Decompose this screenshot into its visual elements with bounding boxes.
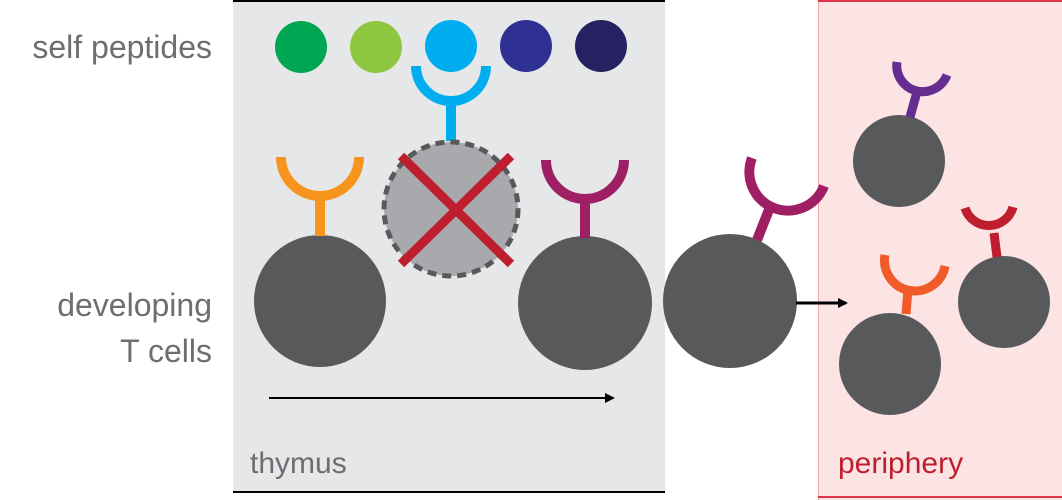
receptor-stem (905, 90, 922, 119)
t-cell-orange (254, 156, 386, 367)
peptide-lightgreen (350, 21, 402, 73)
cell-body (958, 256, 1050, 348)
periphery-background (818, 0, 1062, 500)
peptide-cyan (425, 20, 477, 72)
receptor-cup (880, 254, 950, 296)
cell-body (853, 115, 945, 207)
thymus-label: thymus (250, 447, 347, 480)
self-peptides-label: self peptides (32, 29, 212, 65)
t-cell-deleted (381, 65, 521, 279)
receptor-cup-bound (411, 65, 491, 106)
peptide-blue (500, 20, 552, 72)
receptor-cup (892, 61, 952, 97)
peptide-green (275, 21, 327, 73)
t-cell-red (958, 205, 1050, 348)
self-peptides-row (275, 20, 627, 73)
periphery-region: periphery (818, 0, 1062, 500)
t-cell-orange-red (839, 254, 950, 415)
cell-body (254, 235, 386, 367)
peptide-navy (575, 20, 627, 72)
t-cells-label: T cells (120, 333, 212, 369)
t-cell-magenta (518, 159, 652, 370)
t-cell-purple (853, 61, 952, 207)
cell-body (663, 234, 797, 368)
receptor-cup (960, 205, 1018, 231)
periphery-label: periphery (838, 447, 963, 480)
receptor-stem (989, 232, 1002, 258)
receptor-cup (541, 159, 629, 204)
receptor-cup (276, 156, 364, 201)
cell-body (839, 313, 941, 415)
cross-mark-2 (397, 152, 515, 268)
developing-label: developing (57, 287, 212, 323)
t-cell-exiting (663, 156, 829, 368)
cell-body (518, 236, 652, 370)
receptor-cup (744, 156, 829, 216)
